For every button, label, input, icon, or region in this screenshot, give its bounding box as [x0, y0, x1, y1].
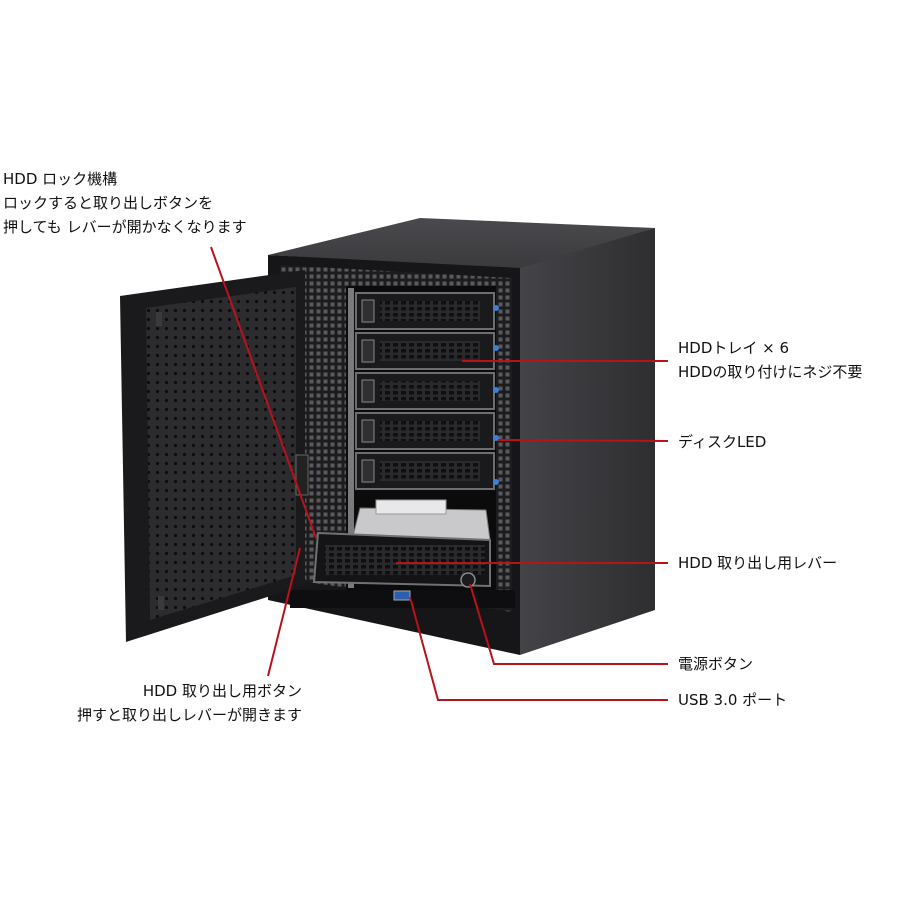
door-mesh — [146, 287, 296, 620]
disk-led — [493, 387, 499, 393]
hdd-trays — [312, 292, 495, 588]
hdd-tray-ejected[interactable] — [312, 499, 491, 588]
disk-leds — [493, 305, 499, 485]
disk-led — [493, 479, 499, 485]
disk-led — [493, 305, 499, 311]
hdd-tray[interactable] — [355, 292, 495, 330]
hdd-lock-mechanism[interactable] — [295, 454, 309, 496]
callout-power-title: 電源ボタン — [678, 655, 754, 673]
callout-power-button: 電源ボタン — [678, 652, 753, 676]
callout-lock-mechanism: HDD ロック機構 ロックすると取り出しボタンを 押しても レバーが開かなくなり… — [3, 167, 247, 239]
leader-line-eject-button — [267, 547, 301, 677]
callout-eject-button-title: HDD 取り出し用ボタン — [142, 682, 302, 700]
callout-usb-port: USB 3.0 ポート — [678, 688, 787, 712]
callout-tray-title: HDDトレイ × 6 — [678, 339, 790, 357]
callout-led-title: ディスクLED — [678, 433, 767, 451]
front-door[interactable] — [120, 270, 309, 642]
callout-lock-line2: 押しても レバーが開かなくなります — [3, 218, 247, 236]
callout-usb-title: USB 3.0 ポート — [678, 691, 788, 709]
leader-line-usb — [409, 596, 668, 701]
callout-disk-led: ディスクLED — [678, 430, 766, 454]
power-button[interactable] — [460, 572, 476, 588]
callout-lock-title: HDD ロック機構 — [3, 170, 118, 188]
callout-eject-lever: HDD 取り出し用レバー — [678, 551, 837, 575]
callout-lever-title: HDD 取り出し用レバー — [678, 554, 838, 572]
leader-line-power — [469, 583, 668, 665]
leader-line-led — [497, 439, 669, 442]
callout-lock-line1: ロックすると取り出しボタンを — [3, 194, 214, 212]
front-bottom-controls — [290, 572, 515, 608]
callout-eject-button-subtitle: 押すと取り出しレバーが開きます — [76, 706, 302, 724]
leader-line-lock — [210, 246, 317, 539]
hdd-tray[interactable] — [355, 372, 495, 410]
leader-lines — [210, 246, 669, 701]
disk-led — [493, 435, 499, 441]
callout-hdd-tray: HDDトレイ × 6 HDDの取り付けにネジ不要 — [678, 336, 862, 384]
callout-eject-button: HDD 取り出し用ボタン 押すと取り出しレバーが開きます — [30, 679, 302, 727]
hdd-tray[interactable] — [355, 412, 495, 450]
hdd-tray[interactable] — [355, 332, 495, 370]
usb-port[interactable] — [393, 590, 411, 601]
hdd-tray[interactable] — [355, 452, 495, 490]
disk-led — [493, 345, 499, 351]
callout-tray-subtitle: HDDの取り付けにネジ不要 — [678, 363, 863, 381]
